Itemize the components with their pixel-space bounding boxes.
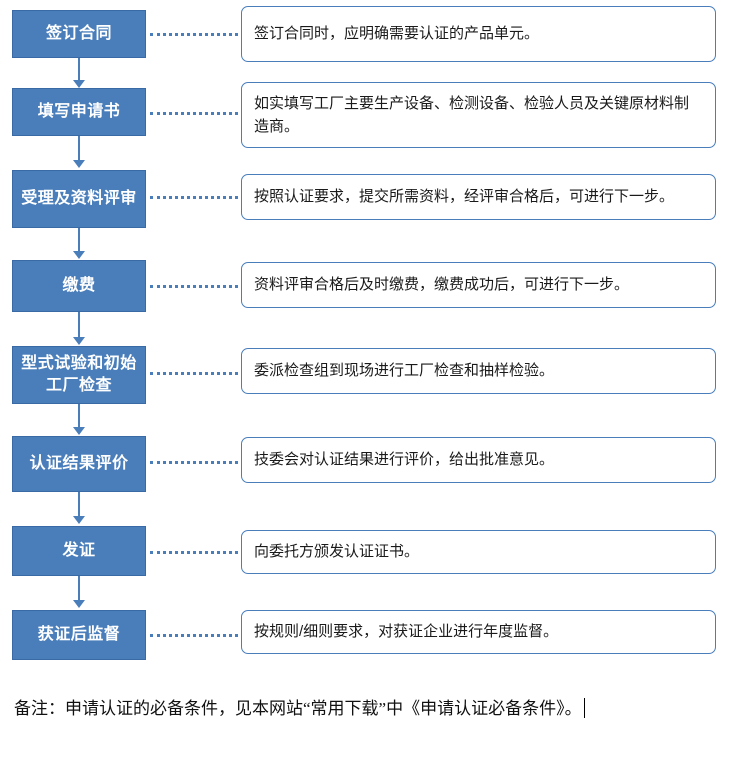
- connector-arrow-7-8: [73, 600, 85, 608]
- flow-note-5: 委派检查组到现场进行工厂检查和抽样检验。: [241, 348, 716, 394]
- flow-note-7: 向委托方颁发认证证书。: [241, 530, 716, 574]
- flow-step-1[interactable]: 签订合同: [12, 10, 146, 58]
- flow-step-8-label: 获证后监督: [37, 626, 121, 644]
- connector-dots-3: [150, 196, 238, 199]
- flow-note-3: 按照认证要求，提交所需资料，经评审合格后，可进行下一步。: [241, 174, 716, 220]
- flow-step-3-label: 受理及资料评审: [21, 189, 137, 207]
- footnote: 备注：申请认证的必备条件，见本网站“常用下载”中《申请认证必备条件》。: [14, 692, 714, 726]
- flow-note-4: 资料评审合格后及时缴费，缴费成功后，可进行下一步。: [241, 262, 716, 308]
- flow-step-4[interactable]: 缴费: [12, 260, 146, 312]
- connector-line-5-6: [78, 404, 80, 430]
- flow-step-8[interactable]: 获证后监督: [12, 610, 146, 660]
- connector-dots-1: [150, 33, 238, 36]
- flow-note-5-text: 委派检查组到现场进行工厂检查和抽样检验。: [254, 362, 555, 380]
- flow-note-2: 如实填写工厂主要生产设备、检测设备、检验人员及关键原材料制造商。: [241, 82, 716, 148]
- connector-dots-2: [150, 112, 238, 115]
- connector-arrow-3-4: [73, 251, 85, 259]
- flow-note-3-text: 按照认证要求，提交所需资料，经评审合格后，可进行下一步。: [254, 188, 675, 206]
- connector-line-1-2: [78, 58, 80, 83]
- flow-note-2-text: 如实填写工厂主要生产设备、检测设备、检验人员及关键原材料制造商。: [254, 94, 690, 135]
- flow-step-6-label: 认证结果评价: [29, 454, 129, 472]
- connector-line-2-3: [78, 136, 80, 163]
- connector-dots-5: [150, 372, 238, 375]
- connector-dots-7: [150, 551, 238, 554]
- connector-arrow-4-5: [73, 337, 85, 345]
- connector-arrow-6-7: [73, 516, 85, 524]
- flow-note-7-text: 向委托方颁发认证证书。: [254, 543, 420, 561]
- flow-step-2[interactable]: 填写申请书: [12, 88, 146, 136]
- flow-note-6-text: 技委会对认证结果进行评价，给出批准意见。: [254, 451, 555, 469]
- connector-dots-4: [150, 285, 238, 288]
- connector-line-7-8: [78, 576, 80, 603]
- connector-arrow-1-2: [73, 80, 85, 88]
- flow-note-4-text: 资料评审合格后及时缴费，缴费成功后，可进行下一步。: [254, 276, 630, 294]
- flow-step-5-label: 型式试验和初始工厂检查: [21, 354, 137, 394]
- connector-dots-6: [150, 461, 238, 464]
- flow-step-5[interactable]: 型式试验和初始工厂检查: [12, 346, 146, 404]
- footnote-text: 备注：申请认证的必备条件，见本网站“常用下载”中《申请认证必备条件》。: [14, 699, 582, 718]
- flow-step-1-label: 签订合同: [45, 25, 112, 43]
- flow-step-7[interactable]: 发证: [12, 526, 146, 576]
- connector-arrow-5-6: [73, 427, 85, 435]
- flow-note-8: 按规则/细则要求，对获证企业进行年度监督。: [241, 610, 716, 654]
- flow-step-2-label: 填写申请书: [37, 103, 121, 121]
- text-cursor: [583, 698, 585, 718]
- flow-note-6: 技委会对认证结果进行评价，给出批准意见。: [241, 437, 716, 483]
- flow-note-1-text: 签订合同时，应明确需要认证的产品单元。: [254, 25, 540, 43]
- connector-line-3-4: [78, 228, 80, 254]
- flow-note-8-text: 按规则/细则要求，对获证企业进行年度监督。: [254, 623, 559, 641]
- flow-note-1: 签订合同时，应明确需要认证的产品单元。: [241, 6, 716, 62]
- flow-step-7-label: 发证: [62, 542, 96, 560]
- flow-step-6[interactable]: 认证结果评价: [12, 436, 146, 492]
- connector-arrow-2-3: [73, 160, 85, 168]
- connector-line-6-7: [78, 492, 80, 519]
- connector-line-4-5: [78, 312, 80, 340]
- flow-step-4-label: 缴费: [62, 277, 96, 295]
- flow-step-3[interactable]: 受理及资料评审: [12, 170, 146, 228]
- connector-dots-8: [150, 634, 238, 637]
